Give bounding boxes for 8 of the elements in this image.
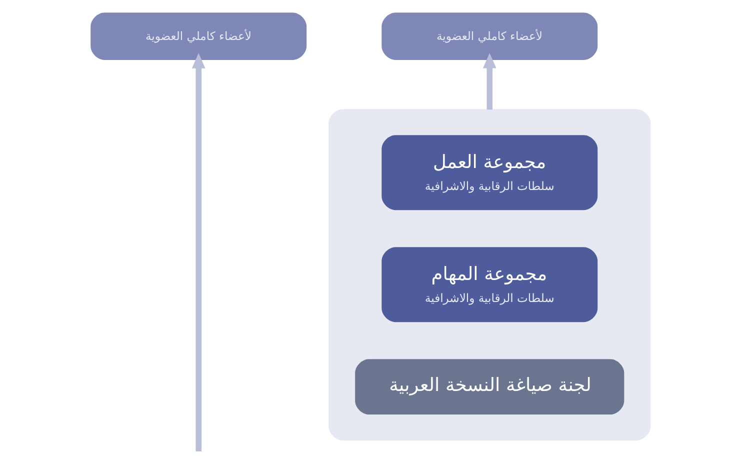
node-box: لأعضاء كاملي العضوية xyxy=(382,12,598,60)
arrow xyxy=(482,52,496,110)
node-box: مجموعة العمل سلطات الرقابية والاشرافية xyxy=(382,135,598,210)
node-box: لأعضاء كاملي العضوية xyxy=(90,12,307,60)
arrow xyxy=(192,53,206,452)
cluster xyxy=(328,109,651,441)
node-box: لجنة صياغة النسخة العربية xyxy=(355,359,624,415)
node-box: مجموعة المهام سلطات الرقابية والاشرافية xyxy=(382,247,598,322)
